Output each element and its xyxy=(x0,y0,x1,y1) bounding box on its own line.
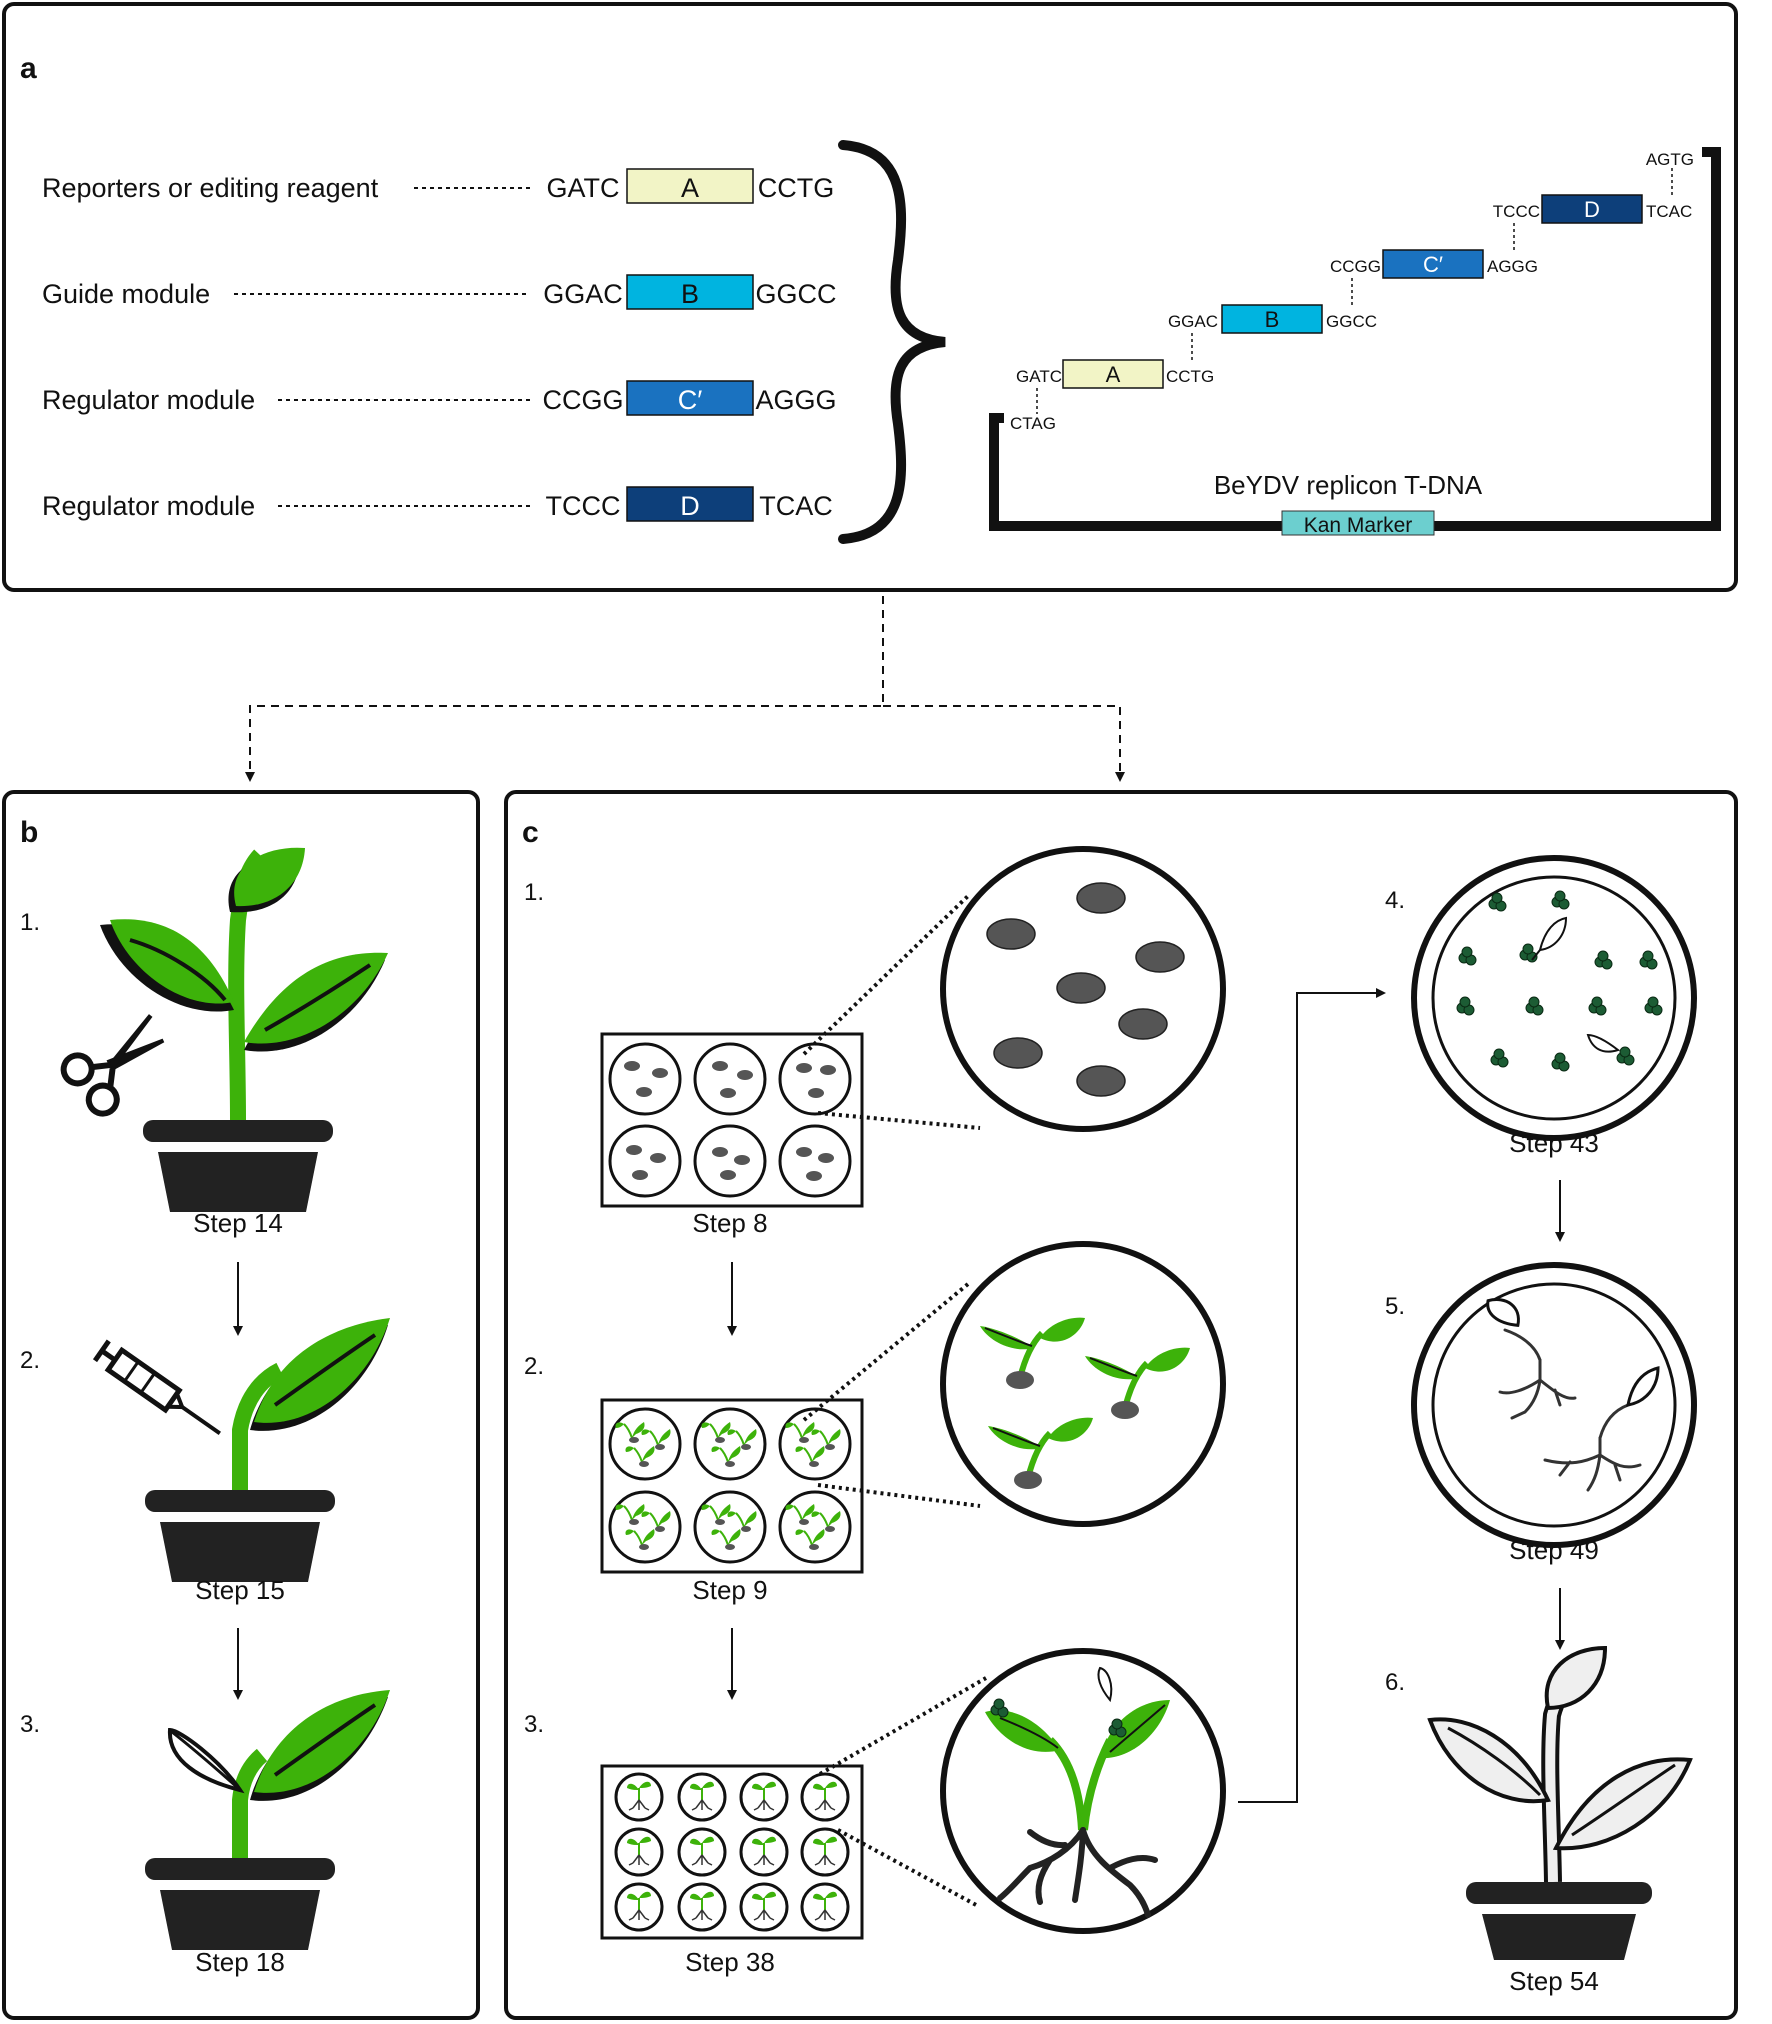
assembled-name: D xyxy=(1584,197,1600,222)
module-label: Regulator module xyxy=(42,491,255,521)
grouping-brace xyxy=(838,140,946,544)
module-label: Regulator module xyxy=(42,385,255,415)
step-number: 3. xyxy=(20,1711,40,1738)
b-step-1: 1. Step 14 xyxy=(20,847,388,1238)
step-number: 2. xyxy=(20,1347,40,1374)
assembled-name: C′ xyxy=(1423,252,1443,277)
step-number: 2. xyxy=(524,1353,544,1380)
module-name: C′ xyxy=(678,385,703,415)
assembled-left: GATC xyxy=(1016,367,1062,386)
assembled-name: A xyxy=(1106,362,1121,387)
panel-c-letter: c xyxy=(522,816,539,849)
assembled-module-c: CCGG C′ AGGG xyxy=(1330,249,1538,305)
plantlet-zoom-circle xyxy=(940,1648,1226,1934)
step-label: Step 15 xyxy=(195,1575,285,1605)
c-step-3: 3. xyxy=(524,1648,1226,1977)
seedling-zoom-circle xyxy=(940,1241,1226,1527)
module-label: Guide module xyxy=(42,279,210,309)
assembled-module-d: TCCC D TCAC xyxy=(1493,168,1692,250)
vector-title: BeYDV replicon T-DNA xyxy=(1214,470,1483,500)
step-label: Step 9 xyxy=(692,1575,767,1605)
zoom-seedlings xyxy=(980,1317,1190,1489)
c-step-4: 4. Step 43 xyxy=(1385,855,1697,1158)
assembled-name: B xyxy=(1265,307,1280,332)
c-step-6: 6. Step 54 xyxy=(1385,1645,1693,1996)
step-label: Step 18 xyxy=(195,1947,285,1977)
assembled-module-b: GGAC B GGCC xyxy=(1168,304,1377,360)
assembled-right: GGCC xyxy=(1326,312,1377,331)
module-row-1: Reporters or editing reagent GATC A CCTG xyxy=(42,168,835,204)
step-label: Step 38 xyxy=(685,1947,775,1977)
step-label: Step 8 xyxy=(692,1208,767,1238)
c-arrow-3-to-4 xyxy=(1238,988,1386,1803)
petri-dish-inner xyxy=(1431,875,1677,1121)
module-name: D xyxy=(680,491,700,521)
step-label: Step 14 xyxy=(193,1208,283,1238)
module-box xyxy=(626,486,754,522)
module-right-overhang: GGCC xyxy=(756,279,837,309)
panel-b-letter: b xyxy=(20,816,38,849)
module-right-overhang: TCAC xyxy=(759,491,833,521)
module-left-overhang: GGAC xyxy=(543,279,623,309)
assembled-right: AGGG xyxy=(1487,257,1538,276)
c-step-5: 5. Step 49 xyxy=(1385,1262,1697,1565)
syringe-icon xyxy=(92,1339,221,1436)
vector-cap-left: CTAG xyxy=(1010,414,1056,433)
step-number: 5. xyxy=(1385,1293,1405,1320)
step-label: Step 49 xyxy=(1509,1535,1599,1565)
module-name: B xyxy=(681,279,699,309)
module-right-overhang: AGGG xyxy=(755,385,836,415)
panel-c-frame xyxy=(504,790,1738,2020)
c-step-1: 1. Step 8 xyxy=(524,846,1226,1238)
module-row-4: Regulator module TCCC D TCAC xyxy=(42,486,833,522)
assembled-right: CCTG xyxy=(1166,367,1214,386)
module-name: A xyxy=(681,173,699,203)
step-number: 1. xyxy=(20,909,40,936)
assembled-right: TCAC xyxy=(1646,202,1692,221)
module-left-overhang: GATC xyxy=(547,173,620,203)
zoom-plantlet xyxy=(985,1666,1170,1918)
step-number: 1. xyxy=(524,879,544,906)
panel-a-letter: a xyxy=(20,52,37,85)
assembled-module-a: GATC A CCTG xyxy=(1016,359,1214,414)
b-step-2: 2. Step 15 xyxy=(20,1318,390,1605)
vector-cap-right: AGTG xyxy=(1646,150,1694,169)
panel-connectors xyxy=(245,596,1125,782)
step-number: 3. xyxy=(524,1711,544,1738)
petri-dish-inner xyxy=(1431,1282,1677,1528)
module-right-overhang: CCTG xyxy=(758,173,835,203)
module-row-3: Regulator module CCGG C′ AGGG xyxy=(42,380,837,416)
kan-marker-box xyxy=(1281,510,1435,536)
assembled-left: TCCC xyxy=(1493,202,1540,221)
module-left-overhang: CCGG xyxy=(543,385,624,415)
step-label: Step 43 xyxy=(1509,1128,1599,1158)
module-box xyxy=(626,380,754,416)
kan-marker-label: Kan Marker xyxy=(1304,514,1413,537)
panel-a-frame xyxy=(2,2,1738,592)
c-step-2: 2. xyxy=(524,1241,1226,1605)
panel-b-frame xyxy=(2,790,480,2020)
regenerated-plantlets xyxy=(1498,1328,1642,1492)
step-number: 6. xyxy=(1385,1669,1405,1696)
step-label: Step 54 xyxy=(1509,1966,1599,1996)
b-step-3: 3. Step 18 xyxy=(20,1690,390,1977)
module-label: Reporters or editing reagent xyxy=(42,173,379,203)
assembled-left: GGAC xyxy=(1168,312,1218,331)
module-row-2: Guide module GGAC B GGCC xyxy=(42,274,837,310)
scissors-icon xyxy=(60,1014,165,1117)
module-box xyxy=(626,274,754,310)
step-number: 4. xyxy=(1385,887,1405,914)
module-left-overhang: TCCC xyxy=(546,491,621,521)
assembled-left: CCGG xyxy=(1330,257,1381,276)
module-box xyxy=(626,168,754,204)
